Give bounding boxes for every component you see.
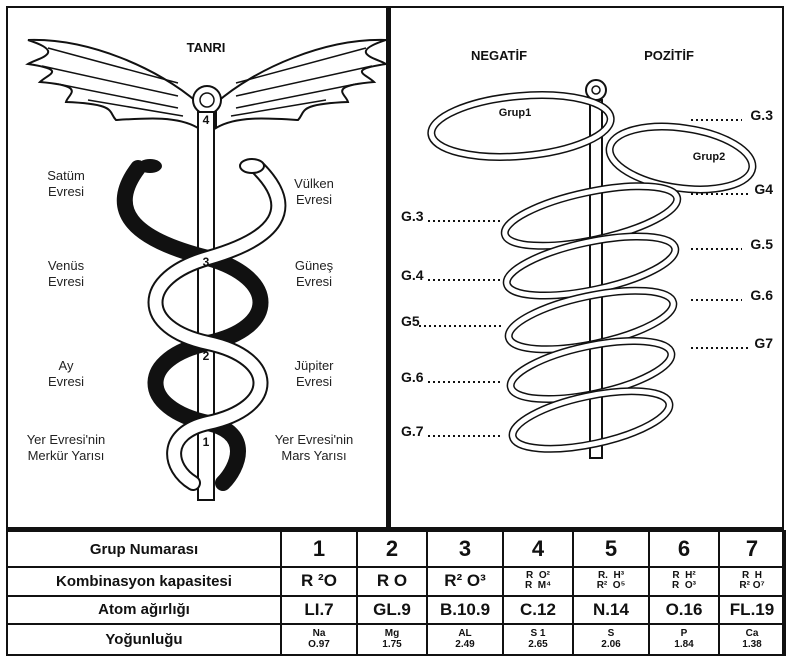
table-cell: AL 2.49	[427, 624, 503, 655]
negative-label: NEGATİF	[471, 48, 527, 63]
group-label-right: G4	[754, 181, 773, 197]
table-cell: 3	[427, 531, 503, 567]
table-cell: 7	[719, 531, 785, 567]
table-cell: R. H³ R² O⁵	[573, 567, 649, 595]
right-wing-illustration	[216, 40, 386, 128]
table-cell: 4	[503, 531, 573, 567]
group-label-left: G.4	[401, 267, 424, 283]
stage-number: 3	[203, 255, 210, 269]
group-label-left: G.3	[401, 208, 424, 224]
periodic-helix-diagram: NEGATİF POZİTİF Grup1 Grup2 G.3G.4G5G.6G…	[391, 8, 784, 526]
table-cell: B.10.9	[427, 596, 503, 624]
row-header: Yoğunluğu	[7, 624, 281, 655]
table-cell: R H R² O⁷	[719, 567, 785, 595]
stage-number: 4	[203, 113, 210, 127]
table-cell: 2	[357, 531, 427, 567]
table-cell: 5	[573, 531, 649, 567]
left-wing-illustration	[28, 40, 198, 128]
row-header: Kombinasyon kapasitesi	[7, 567, 281, 595]
table-cell: S 2.06	[573, 624, 649, 655]
table-cell: Na O.97	[281, 624, 357, 655]
stage-number: 2	[203, 349, 210, 363]
top-label: TANRI	[187, 40, 226, 55]
group2-label: Grup2	[693, 151, 725, 163]
table-cell: Ca 1.38	[719, 624, 785, 655]
group-label-right: G.6	[750, 287, 773, 303]
table-cell: R O	[357, 567, 427, 595]
group1-label: Grup1	[499, 107, 531, 119]
white-serpent-head	[240, 159, 264, 173]
table-cell: S 1 2.65	[503, 624, 573, 655]
table-cell: Mg 1.75	[357, 624, 427, 655]
table-cell: P 1.84	[649, 624, 719, 655]
row-header: Grup Numarası	[7, 531, 281, 567]
central-rod	[590, 100, 602, 458]
table-cell: R ²O	[281, 567, 357, 595]
group-label-left: G5	[401, 313, 420, 329]
table-cell: GL.9	[357, 596, 427, 624]
table-cell: N.14	[573, 596, 649, 624]
group-label-left: G.6	[401, 369, 424, 385]
table-cell: 1	[281, 531, 357, 567]
table-cell: 6	[649, 531, 719, 567]
positive-label: POZİTİF	[644, 48, 694, 63]
table-cell: R H² R O³	[649, 567, 719, 595]
table-cell: C.12	[503, 596, 573, 624]
table-cell: O.16	[649, 596, 719, 624]
table-cell: FL.19	[719, 596, 785, 624]
table-cell: LI.7	[281, 596, 357, 624]
row-header: Atom ağırlığı	[7, 596, 281, 624]
table-cell: R O² R M⁴	[503, 567, 573, 595]
black-serpent-head	[138, 159, 162, 173]
table-cell: R² O³	[427, 567, 503, 595]
group-label-left: G.7	[401, 423, 424, 439]
group-label-right: G.5	[750, 236, 773, 252]
staff-knob	[193, 86, 221, 114]
group-label-right: G.3	[750, 107, 773, 123]
group-label-right: G7	[754, 335, 773, 351]
stage-number: 1	[203, 435, 210, 449]
